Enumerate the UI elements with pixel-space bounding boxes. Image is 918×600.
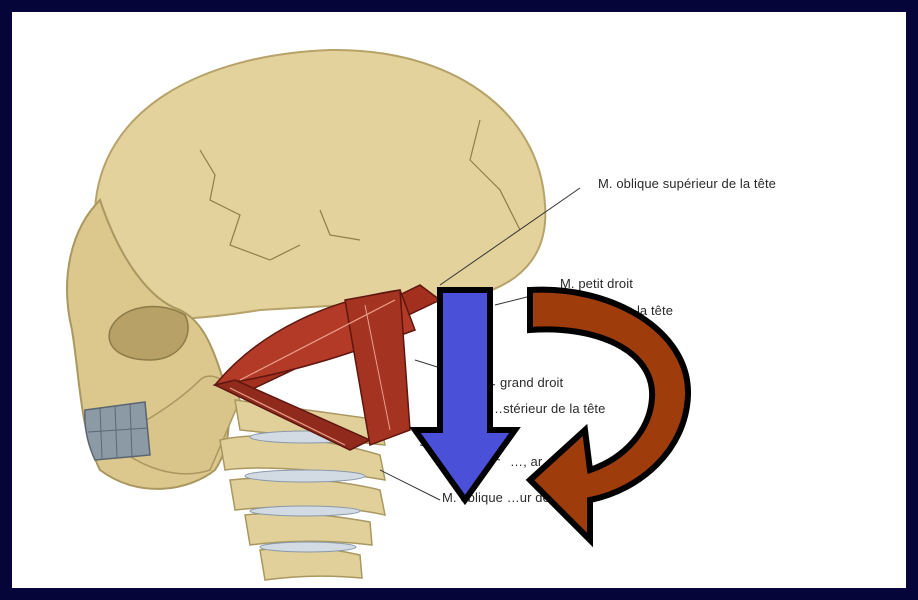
down-arrow-icon [415, 290, 515, 500]
rotation-arrow-icon [530, 290, 688, 540]
